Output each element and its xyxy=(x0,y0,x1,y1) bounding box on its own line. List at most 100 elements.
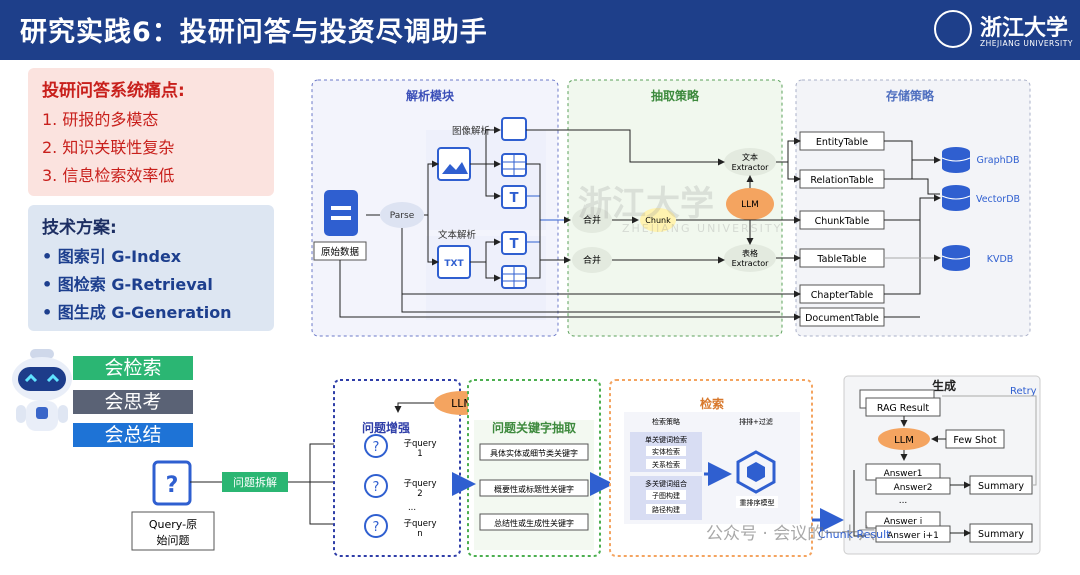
logo-cn-text: 浙江大学 xyxy=(980,15,1069,41)
table-label: EntityTable xyxy=(816,137,868,148)
logo-en-text: ZHEJIANG UNIVERSITY xyxy=(980,39,1073,48)
rag-result-box xyxy=(865,397,941,417)
keyword-label: 概要性或标题性关键字 xyxy=(494,484,574,494)
text-t-icon xyxy=(501,185,527,209)
raw-data-label: 原始数据 xyxy=(321,246,360,258)
bottom-pipeline-diagram: ? Query-原 始问题 问题拆解 问题增强 ? ? ? 子query 1 子… xyxy=(131,375,1041,557)
table-extractor-label: 表格 xyxy=(742,248,758,258)
rerank-filter-label: 排排+过滤 xyxy=(739,417,773,426)
ellipsis-label: ... xyxy=(408,503,416,513)
answer-label: Answer i+1 xyxy=(887,531,939,541)
llm-label: LLM xyxy=(894,435,914,446)
db-label: KVDB xyxy=(987,254,1014,265)
answer-label: Answer i xyxy=(884,517,923,527)
answer-label: Answer2 xyxy=(894,483,933,493)
keyword-title: 问题关键字抽取 xyxy=(492,420,576,435)
svg-text:T: T xyxy=(510,191,519,206)
enhance-panel xyxy=(333,379,461,557)
query-label: 始问题 xyxy=(157,533,190,547)
seal-icon xyxy=(934,10,972,48)
pain-point-item: 2. 知识关联性复杂 xyxy=(42,138,175,157)
chunk-label: Chunk xyxy=(645,216,671,225)
extract-strategy-panel xyxy=(567,79,783,337)
generate-panel xyxy=(843,375,1041,555)
tech-plan-heading: 技术方案: xyxy=(42,218,117,238)
parse-label: Parse xyxy=(390,211,415,221)
tag-summarize: 会总结 xyxy=(73,423,193,447)
watermark-en: ZHEJIANG UNIVERSITY xyxy=(622,222,783,235)
keyword-label: 总结性或生成性关键字 xyxy=(494,518,574,528)
university-logo: 浙江大学 ZHEJIANG UNIVERSITY xyxy=(934,10,1074,52)
robot-icon xyxy=(12,349,72,431)
page-title: 研究实践6：投研问答与投资尽调助手 xyxy=(20,17,488,48)
merge-node xyxy=(572,247,612,273)
text-parse-label: 文本解析 xyxy=(438,229,477,241)
wechat-account-watermark: 公众号 · 会议的一十六 xyxy=(706,524,876,544)
answer-label: Answer1 xyxy=(884,469,923,479)
subquery-label: 子query xyxy=(403,479,436,489)
pain-points-heading: 投研问答系统痛点: xyxy=(42,81,185,101)
extract-strategy-title: 抽取策略 xyxy=(651,88,700,103)
parse-node xyxy=(380,202,424,228)
image-parse-label: 图像解析 xyxy=(452,125,491,137)
keyword-label: 具体实体或细节类关键字 xyxy=(490,448,578,458)
llm-label: LLM xyxy=(741,200,759,210)
retrieve-title: 检索 xyxy=(700,396,724,411)
subgraph-label: 子图构建 xyxy=(652,491,680,500)
table-extractor-node xyxy=(724,244,776,272)
query-label-box xyxy=(131,511,215,551)
single-kw-label: 单关键词检索 xyxy=(645,435,687,444)
summary-label: Summary xyxy=(978,481,1024,492)
svg-text:?: ? xyxy=(373,520,380,535)
retry-label: Retry xyxy=(1010,386,1037,397)
text-extractor-node xyxy=(724,148,776,176)
table-label: ChunkTable xyxy=(815,216,870,227)
keyword-box xyxy=(479,513,589,531)
multi-kw-label: 多关键词组合 xyxy=(645,479,687,488)
llm-label: LLM xyxy=(451,397,473,410)
table-label: RelationTable xyxy=(810,175,873,186)
svg-text:TXT: TXT xyxy=(444,259,464,269)
tag-think: 会思考 xyxy=(73,390,193,414)
keyword-box xyxy=(479,443,589,461)
summary-label: Summary xyxy=(978,529,1024,540)
relation-search-label: 关系检索 xyxy=(652,460,680,469)
chunk-result-label: Chunk Result xyxy=(818,528,891,541)
db-label: VectorDB xyxy=(976,194,1020,205)
retrieve-strategy-label: 检索策略 xyxy=(652,417,680,426)
llm-node-generate xyxy=(878,428,930,450)
rerank-model-label: 重排序模型 xyxy=(740,498,775,507)
merge-label: 合并 xyxy=(583,214,601,226)
svg-text:?: ? xyxy=(373,480,380,495)
watermark-cn: 浙江大学 xyxy=(578,184,714,224)
decompose-node xyxy=(222,472,288,492)
table-label: TableTable xyxy=(816,254,866,265)
chunk-node xyxy=(640,208,676,232)
entity-search-label: 实体检索 xyxy=(652,447,680,456)
image-icon xyxy=(437,147,471,181)
text-extractor-label: Extractor xyxy=(732,163,770,172)
subquery-label: 1 xyxy=(417,449,422,459)
tech-plan-item: • 图索引 G-Index xyxy=(42,247,182,266)
subquery-label: n xyxy=(417,529,422,539)
answer-label: ... xyxy=(899,496,908,506)
header-bar: 研究实践6：投研问答与投资尽调助手 浙江大学 ZHEJIANG UNIVERSI… xyxy=(0,0,1080,60)
tech-plan-item: • 图生成 G-Generation xyxy=(42,303,232,322)
tech-plan-item: • 图检索 G-Retrieval xyxy=(42,275,213,294)
text-extractor-label: 文本 xyxy=(742,152,758,162)
text-t-icon xyxy=(501,231,527,255)
path-label: 路径构建 xyxy=(652,505,680,514)
svg-text:?: ? xyxy=(373,440,380,455)
vectordb-icon xyxy=(941,185,971,211)
answer-box xyxy=(875,477,951,495)
keyword-box xyxy=(479,479,589,497)
pain-point-item: 3. 信息检索效率低 xyxy=(42,166,175,185)
db-label: GraphDB xyxy=(977,155,1020,166)
tag-retrieve: 会检索 xyxy=(73,356,193,380)
merge-node xyxy=(572,207,612,233)
subquery-label: 子query xyxy=(403,519,436,529)
store-strategy-title: 存储策略 xyxy=(885,88,935,103)
enhance-title: 问题增强 xyxy=(362,420,410,435)
svg-text:T: T xyxy=(510,237,519,252)
picture-icon xyxy=(501,117,527,141)
